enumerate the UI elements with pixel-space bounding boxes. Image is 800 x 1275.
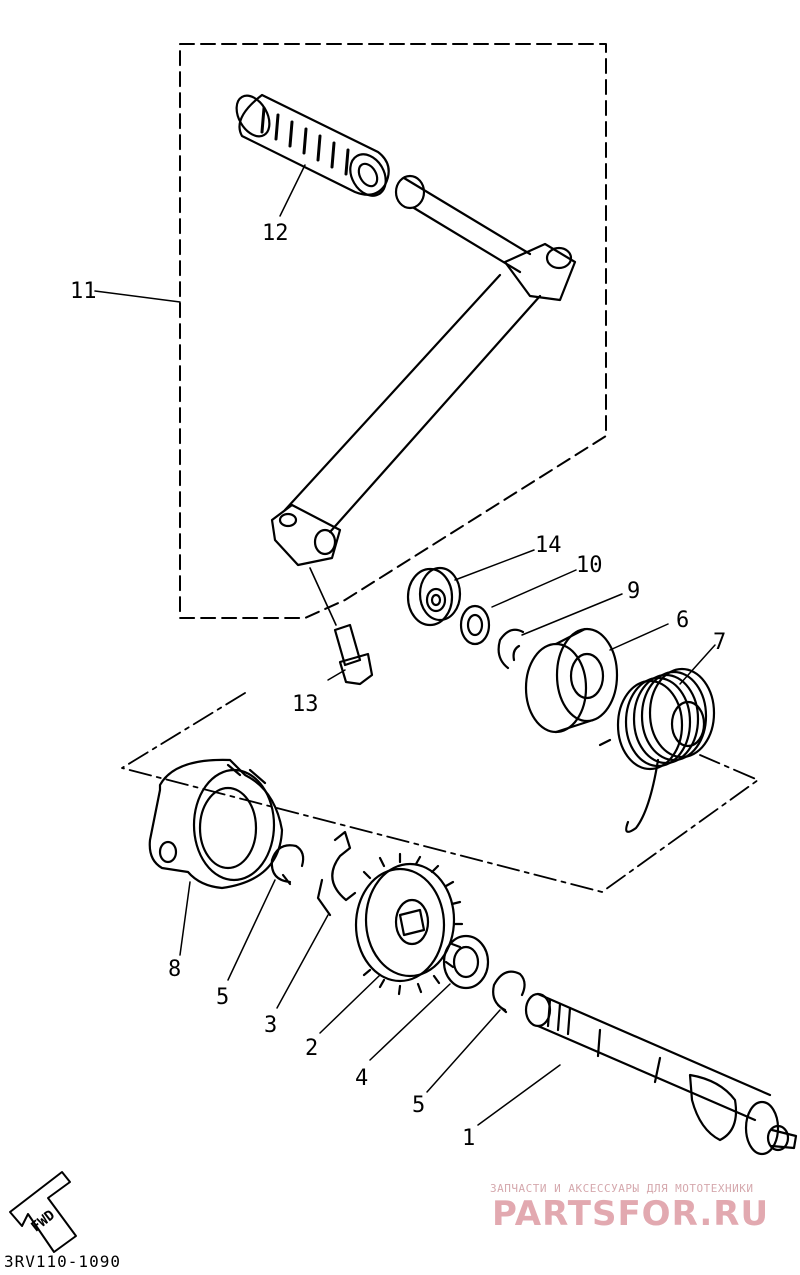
kick-housing bbox=[148, 758, 284, 890]
callout-5b: 5 bbox=[412, 1093, 425, 1118]
watermark-brand[interactable]: PARTSFOR.RU bbox=[492, 1194, 770, 1234]
kick-grip bbox=[235, 93, 390, 197]
kick-gear bbox=[354, 852, 464, 996]
washer-4 bbox=[442, 934, 490, 990]
circlip-5-upper bbox=[270, 844, 305, 886]
circlip-5-lower bbox=[492, 970, 526, 1014]
callout-10: 10 bbox=[576, 553, 603, 578]
lower-group-boundary bbox=[121, 692, 759, 893]
callout-9: 9 bbox=[627, 579, 640, 604]
torsion-spring bbox=[598, 667, 716, 833]
callout-11: 11 bbox=[70, 279, 97, 304]
fwd-arrow-icon: FWD bbox=[9, 1171, 77, 1253]
bolt bbox=[309, 567, 374, 686]
callout-3: 3 bbox=[264, 1013, 277, 1038]
callout-6: 6 bbox=[676, 608, 689, 633]
diagram-code: 3RV110-1090 bbox=[4, 1252, 121, 1271]
callout-1: 1 bbox=[462, 1126, 475, 1151]
washer-10 bbox=[459, 604, 491, 646]
callout-5a: 5 bbox=[216, 985, 229, 1010]
callout-14: 14 bbox=[535, 533, 562, 558]
callout-2: 2 bbox=[305, 1036, 318, 1061]
callout-12: 12 bbox=[262, 221, 289, 246]
clip-spring bbox=[316, 830, 357, 917]
bearing bbox=[406, 566, 462, 627]
callout-8: 8 bbox=[168, 957, 181, 982]
fwd-label: FWD bbox=[28, 1207, 58, 1235]
leader-lines bbox=[94, 164, 716, 1126]
callout-4: 4 bbox=[355, 1066, 368, 1091]
watermark-tagline: ЗАПЧАСТИ И АКСЕССУАРЫ ДЛЯ МОТОТЕХНИКИ bbox=[490, 1182, 754, 1195]
kick-lever bbox=[270, 174, 577, 567]
circlip-9 bbox=[497, 628, 525, 670]
lever-assembly-boundary bbox=[179, 43, 607, 619]
callout-13: 13 bbox=[292, 692, 319, 717]
callout-7: 7 bbox=[713, 630, 726, 655]
kick-shaft bbox=[524, 992, 798, 1156]
spring-cover bbox=[524, 627, 619, 734]
